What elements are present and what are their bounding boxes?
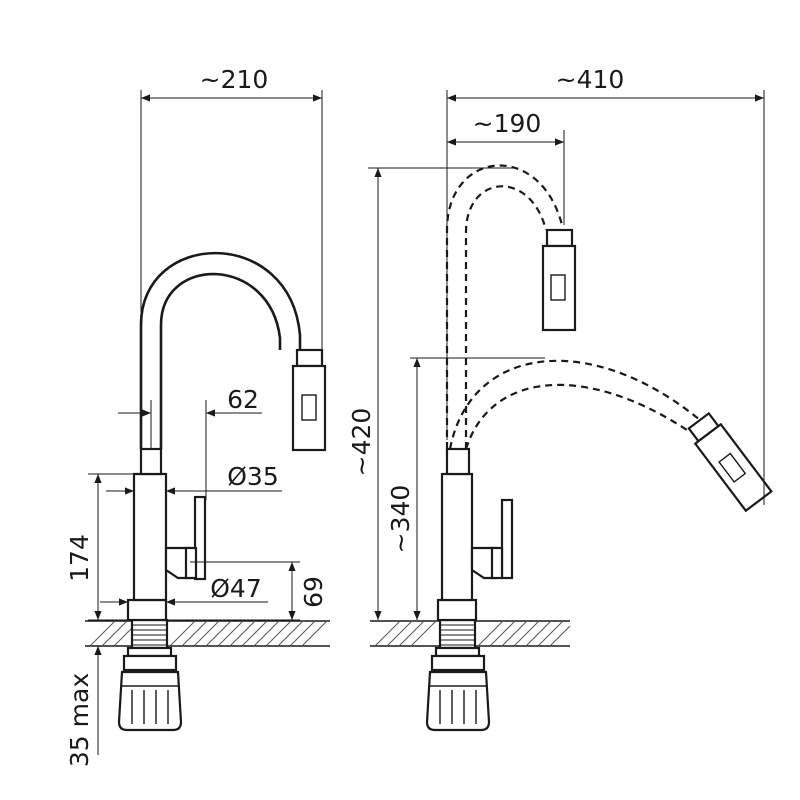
side-spray-head-upright <box>541 228 577 332</box>
dim-mount-max: 35 max <box>65 646 102 767</box>
front-mount-stud <box>117 618 183 732</box>
dim-side-height-total-label: ~420 <box>347 408 376 477</box>
dim-diameter-upper-label: Ø35 <box>227 462 279 491</box>
dim-side-reach: ~410 <box>446 65 765 505</box>
dim-spout-offset-label: 62 <box>227 385 259 414</box>
dim-side-height-spout-label: ~340 <box>386 485 415 554</box>
front-lever <box>164 495 207 581</box>
side-hose-extended <box>448 359 701 450</box>
dim-front-width-label: ~210 <box>200 65 269 94</box>
dim-side-reach-upper: ~190 <box>447 109 565 225</box>
dim-side-reach-upper-label: ~190 <box>473 109 542 138</box>
side-hose-upright <box>445 164 564 449</box>
front-view: ~210 62 Ø35 Ø47 174 <box>65 65 330 767</box>
side-view: ~410 ~190 ~420 ~340 <box>347 65 773 732</box>
side-faucet-body <box>436 447 478 622</box>
dim-spout-offset: 62 <box>118 385 262 500</box>
dim-height-body-label: 174 <box>65 534 94 582</box>
side-lever <box>470 498 514 580</box>
dim-side-reach-label: ~410 <box>556 65 625 94</box>
side-mount-stud <box>425 618 491 732</box>
dim-height-lever: 69 <box>166 561 328 621</box>
dim-height-body: 174 <box>65 473 134 621</box>
dim-diameter-upper: Ø35 <box>106 462 282 495</box>
front-spout-hose <box>139 251 302 449</box>
front-countertop <box>85 620 330 647</box>
side-spray-head-extended <box>687 411 773 513</box>
dim-side-height-spout: ~340 <box>386 357 545 620</box>
dim-side-height-total: ~420 <box>347 167 515 620</box>
dim-diameter-lower: Ø47 <box>100 574 268 606</box>
front-faucet-body <box>126 447 168 622</box>
dim-diameter-lower-label: Ø47 <box>210 574 262 603</box>
front-spray-head <box>291 348 327 452</box>
dim-front-width: ~210 <box>140 65 323 350</box>
dim-height-lever-label: 69 <box>299 576 328 608</box>
dim-mount-max-label: 35 max <box>65 673 94 767</box>
